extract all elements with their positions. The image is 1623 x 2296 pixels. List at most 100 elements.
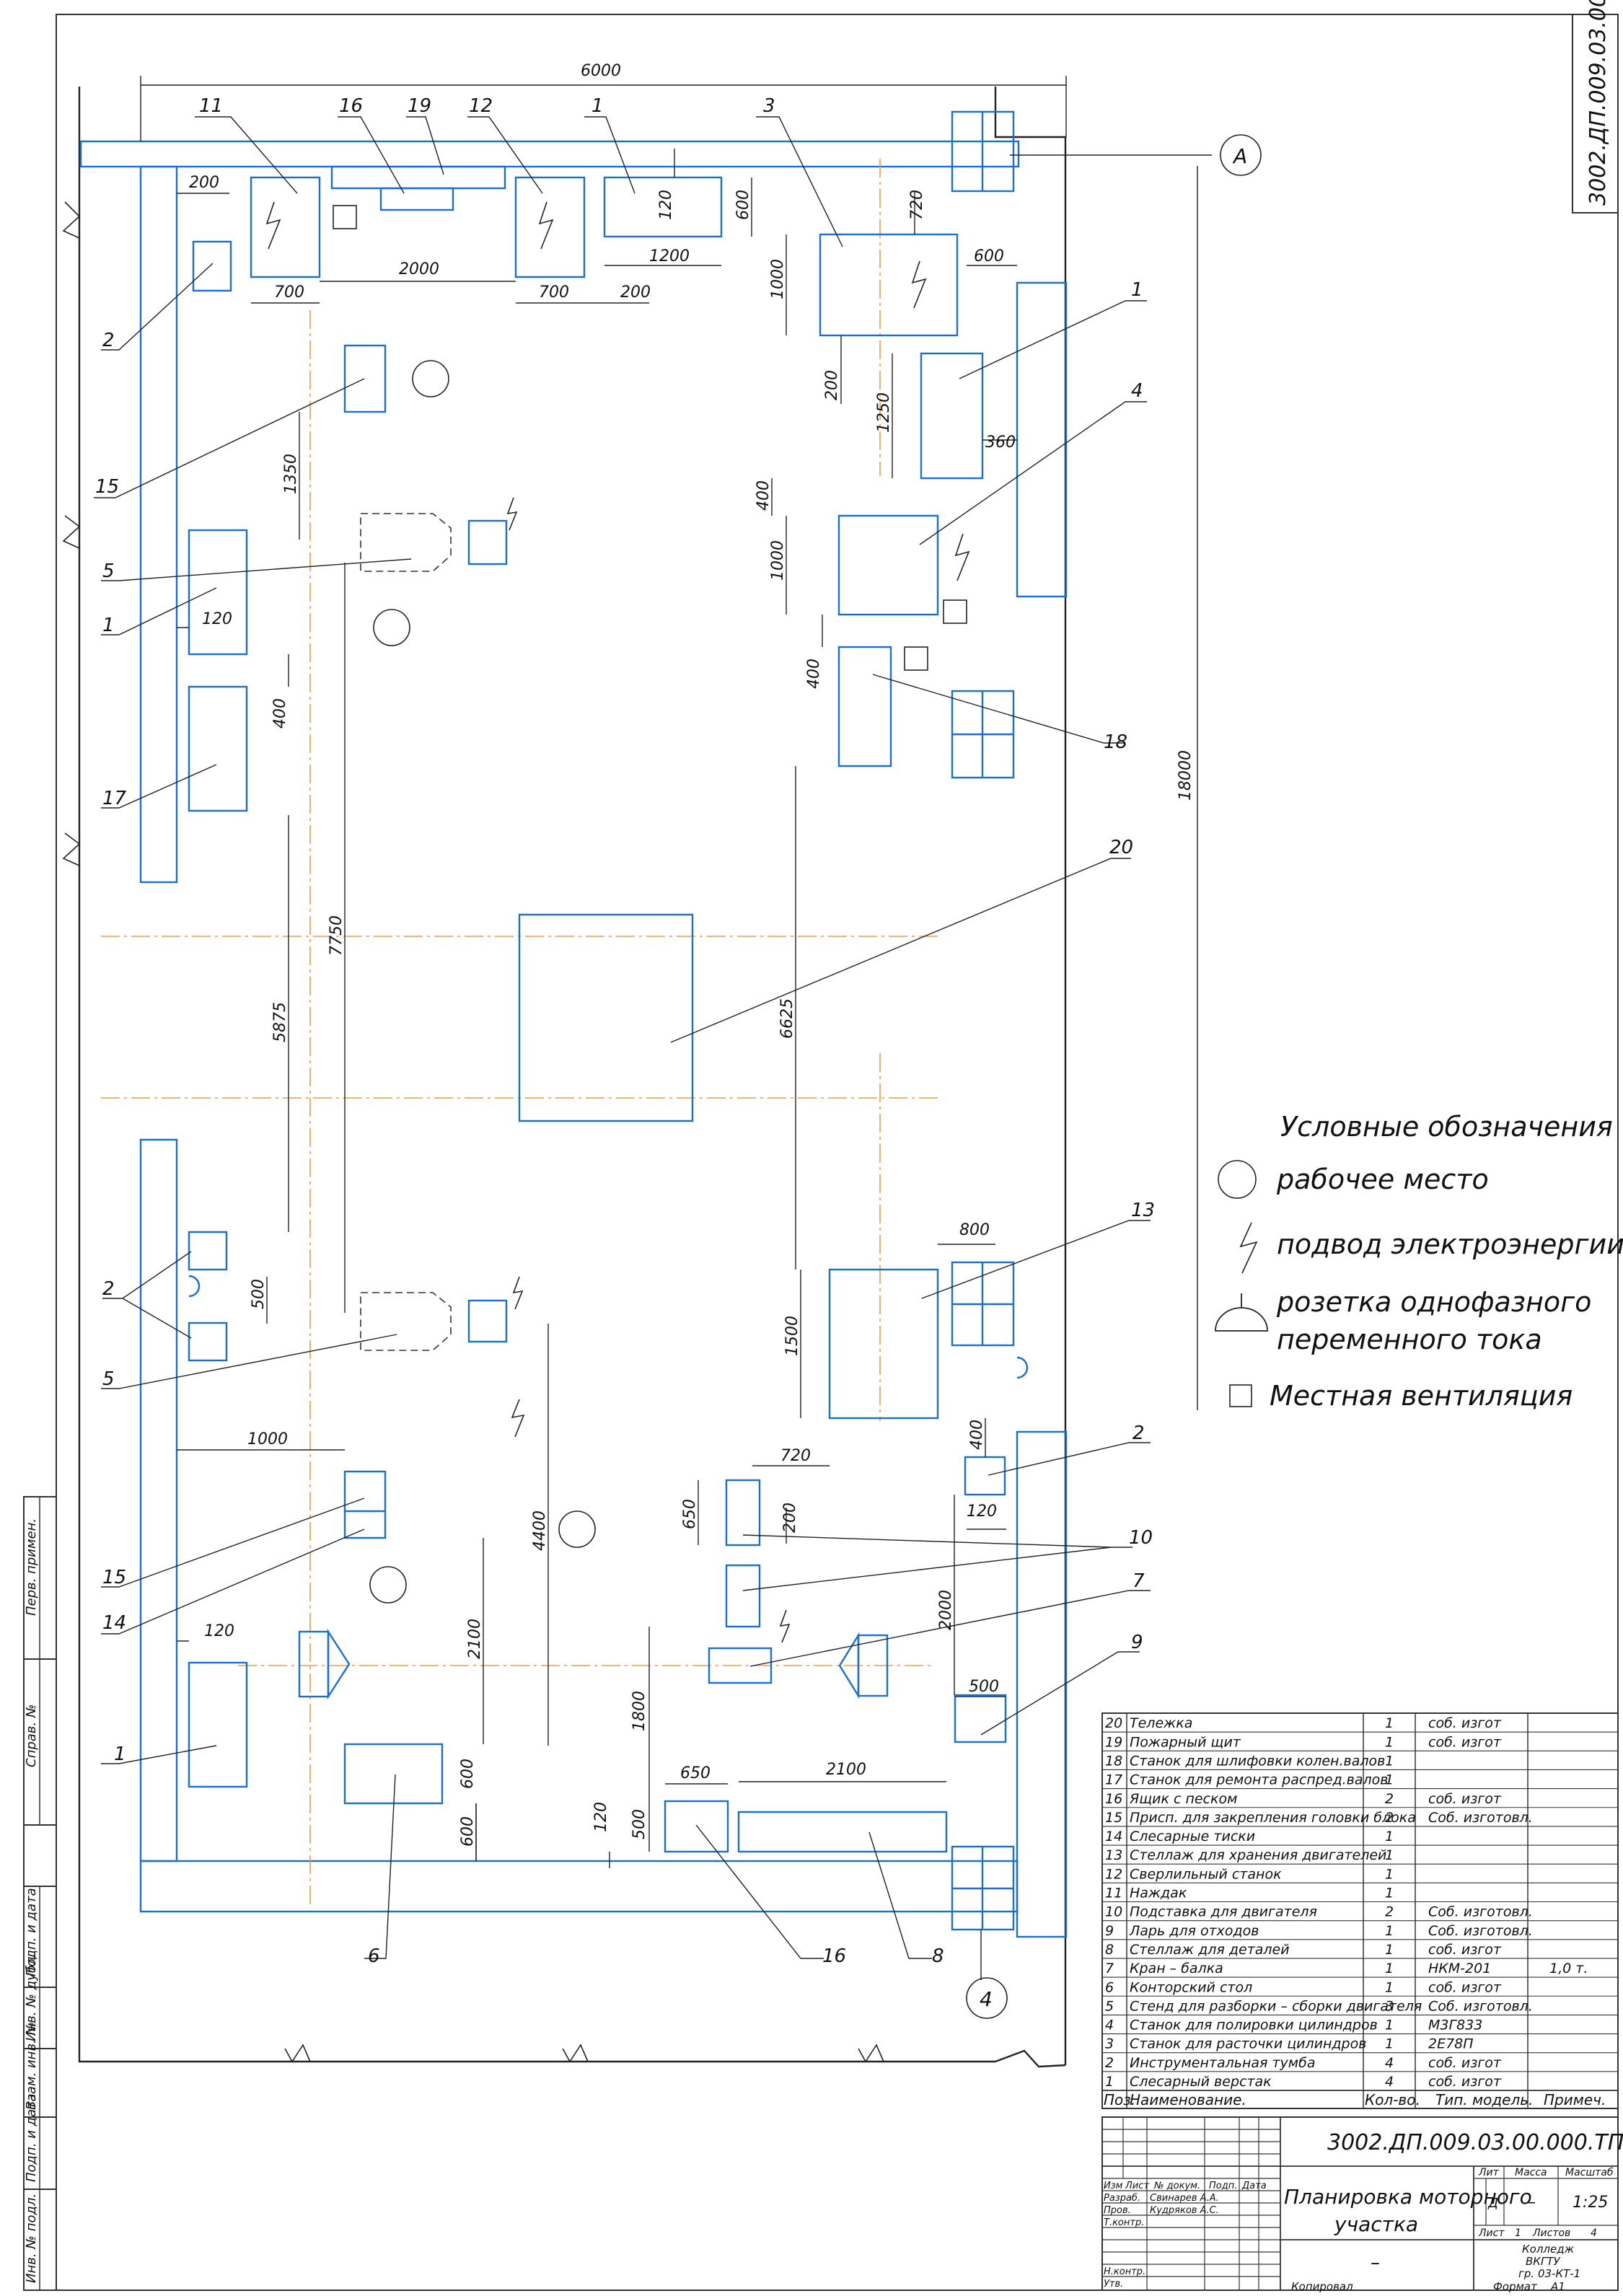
- workplace-icon: [373, 609, 410, 646]
- title-block-kopiroval: Копировал: [1291, 2280, 1353, 2293]
- dim-120: 120: [202, 610, 232, 628]
- spec-cell-name: Ларь для отходов: [1129, 1923, 1259, 1939]
- pos-label: 2: [102, 330, 115, 351]
- dim-6000: 6000: [581, 62, 621, 80]
- title-block-masshtab: Масштаб: [1565, 2167, 1614, 2178]
- stamp-vzam-inv: Взам. инв. №: [24, 2022, 39, 2110]
- axis-lines: [101, 159, 938, 1904]
- spec-cell-name: Пожарный щит: [1130, 1734, 1241, 1750]
- title-block-razrab: Разраб.: [1104, 2193, 1140, 2204]
- dim-200: 200: [823, 370, 841, 400]
- title-block-prov: Пров.: [1104, 2205, 1131, 2216]
- title-block-list-label: Лист: [1478, 2227, 1505, 2239]
- dim-120: 120: [204, 1622, 234, 1640]
- pos-label: 4: [1131, 380, 1143, 402]
- stamp-inv-dubl: Инв. № дубл.: [24, 1953, 39, 2041]
- dim-400: 400: [968, 1420, 986, 1450]
- item-2-cabinet-left-b: [188, 1321, 228, 1362]
- title-block-massa-val: –: [1528, 2194, 1536, 2212]
- spec-cell-qty: 1: [1385, 1923, 1394, 1939]
- spec-header-pos: Поз.: [1104, 2091, 1135, 2108]
- spec-cell-qty: 2: [1385, 1904, 1394, 1920]
- ventilation-icon: [333, 205, 357, 229]
- dim-650: 650: [680, 1764, 711, 1782]
- pos-label: 8: [932, 1945, 944, 1967]
- dim-600: 600: [734, 190, 752, 220]
- item-5-stand-bottom-block: [467, 1299, 508, 1343]
- dim-600: 600: [459, 1759, 477, 1789]
- dim-1250: 1250: [875, 392, 893, 433]
- title-block-razrab-name: Свинарев А.А.: [1150, 2193, 1219, 2204]
- title-block-format-val: А1: [1550, 2280, 1565, 2293]
- spec-cell-name: Станок для шлифовки колен.валов: [1130, 1753, 1385, 1769]
- item-7-crane-hook: [708, 1647, 773, 1684]
- item-1-bench-top: [603, 176, 723, 238]
- spec-cell-pos: 16: [1105, 1791, 1122, 1807]
- spec-cell-model: соб. изгот: [1428, 1715, 1502, 1731]
- dimension-lines: [140, 76, 1212, 1980]
- dim-200: 200: [781, 1503, 799, 1533]
- spec-cell-name: Стеллаж для деталей: [1130, 1942, 1290, 1958]
- title-block-listov-val: 4: [1591, 2227, 1597, 2239]
- title-block-h-izm: Изм: [1104, 2181, 1123, 2191]
- spec-cell-name: Ящик с песком: [1129, 1791, 1237, 1807]
- item-20-cart: [518, 913, 694, 1122]
- dim-500: 500: [969, 1678, 999, 1696]
- item-6-office-desk: [343, 1743, 444, 1805]
- spec-cell-name: Наждак: [1130, 1886, 1187, 1901]
- item-10-engine-support-b: [725, 1564, 761, 1628]
- pos-label: 1: [102, 615, 115, 636]
- spec-cell-name: Станок для ремонта распред.валов: [1130, 1772, 1388, 1788]
- pos-label: 5: [102, 560, 115, 582]
- pos-label: 14: [102, 1612, 126, 1634]
- spec-cell-model: соб. изгот: [1428, 1791, 1502, 1807]
- title-block-scale-val: 1:25: [1573, 2194, 1608, 2212]
- dim-720: 720: [780, 1447, 811, 1465]
- title-block-h-data: Дата: [1241, 2181, 1267, 2191]
- power-icon: [954, 533, 970, 581]
- spec-cell-model: Соб. изготовл.: [1428, 1923, 1533, 1939]
- item-3-boring-machine: [819, 233, 959, 337]
- spec-cell-pos: 19: [1105, 1734, 1122, 1750]
- item-16-sand-box-bottom: [664, 1800, 729, 1853]
- title-block-title-line1: Планировка моторного: [1284, 2185, 1532, 2209]
- spec-cell-qty: 3: [1385, 1998, 1394, 2014]
- legend-title: Условные обозначения: [1280, 1111, 1613, 1143]
- title-block: 3002.ДП.009.03.00.000.ТП Планировка мото…: [1101, 2116, 1623, 2293]
- spec-header-note: Примеч.: [1544, 2091, 1606, 2108]
- dim-120: 120: [657, 190, 675, 220]
- title-block-tkontr: Т.контр.: [1104, 2217, 1144, 2228]
- building-walls: [62, 87, 1067, 2068]
- pos-label: 15: [102, 1567, 126, 1588]
- item-1-bench-bottom: [188, 1661, 248, 1788]
- spec-cell-qty: 1: [1385, 1753, 1394, 1769]
- spec-header-name: Наименование.: [1130, 2091, 1246, 2108]
- title-block-h-podp: Подп.: [1209, 2181, 1237, 2191]
- spec-cell-qty: 1: [1385, 1829, 1394, 1844]
- dim-200: 200: [620, 283, 651, 302]
- power-icon: [538, 201, 554, 250]
- spec-cell-pos: 20: [1105, 1715, 1122, 1731]
- pos-label: 11: [199, 95, 223, 117]
- spec-cell-qty: 4: [1385, 2055, 1394, 2071]
- dim-2100: 2100: [466, 1619, 484, 1659]
- stamp-sprav: Справ. №: [24, 1704, 39, 1767]
- spec-cell-model: соб. изгот: [1428, 1979, 1502, 1995]
- dim-1500: 1500: [783, 1316, 801, 1356]
- workplace-icon: [369, 1566, 407, 1604]
- side-stamps: Перв. примен. Справ. № Подп. и дата Инв.…: [24, 1518, 39, 2283]
- dimension-texts: 6000 18000 200 2000 700 700 200 120 600 …: [189, 62, 1195, 1847]
- disassembly-stands: [360, 513, 452, 1351]
- spec-cell-pos: 11: [1105, 1886, 1122, 1901]
- dim-4400: 4400: [531, 1510, 549, 1551]
- dim-1800: 1800: [630, 1691, 648, 1731]
- spec-cell-name: Слесарные тиски: [1130, 1829, 1255, 1844]
- spec-cell-pos: 6: [1105, 1979, 1114, 1995]
- spec-cell-pos: 14: [1105, 1829, 1122, 1844]
- title-block-lit-val: Д: [1487, 2196, 1498, 2211]
- spec-cell-qty: 4: [1385, 2074, 1394, 2090]
- spec-cell-model: соб. изгот: [1428, 1942, 1502, 1958]
- ventilation-symbols: [333, 205, 967, 671]
